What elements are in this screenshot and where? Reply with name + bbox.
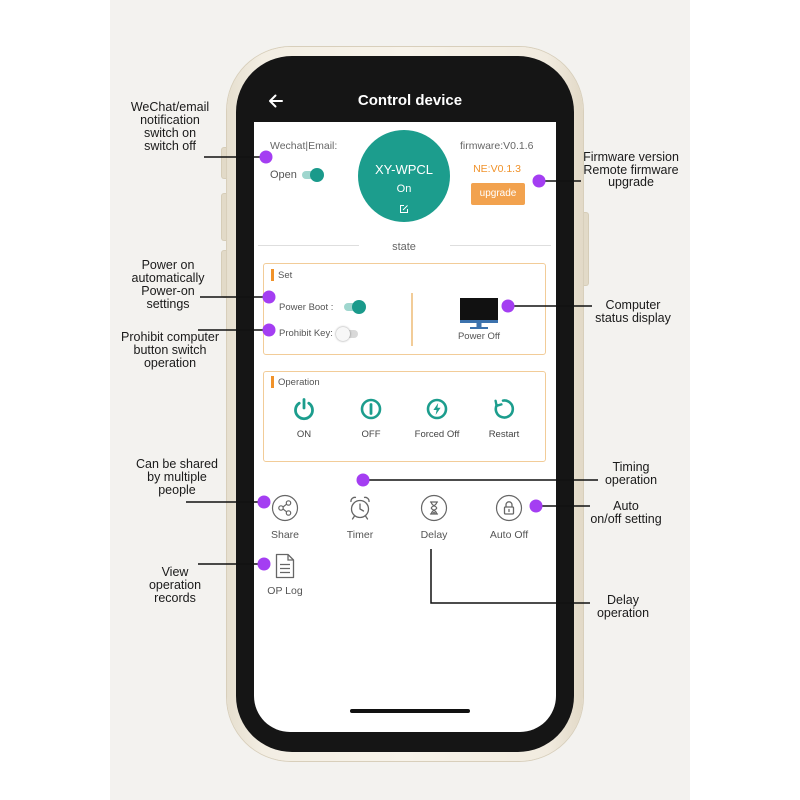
- power-boot-toggle[interactable]: [342, 300, 366, 314]
- page-title: Control device: [357, 92, 463, 109]
- power-on-label: ON: [296, 429, 312, 440]
- annotation-notification: WeChat/email notification switch on swit…: [130, 100, 210, 153]
- phone-mute-switch: [222, 148, 228, 178]
- annotation-prohibit: Prohibit computer button switch operatio…: [121, 330, 219, 370]
- device-name: XY-WPCL: [374, 162, 434, 177]
- operation-panel-title: Operation: [278, 377, 320, 388]
- prohibit-key-label: Prohibit Key:: [279, 328, 333, 339]
- op-log-label: OP Log: [267, 585, 303, 597]
- share-icon: [271, 494, 299, 522]
- op-log-button[interactable]: OP Log: [255, 552, 315, 600]
- power-boot-label: Power Boot :: [279, 302, 334, 313]
- phone-volume-up: [222, 194, 228, 240]
- phone-power-button: [582, 213, 588, 285]
- state-label: state: [392, 241, 416, 253]
- edit-device-button[interactable]: [399, 201, 409, 213]
- hourglass-icon: [420, 494, 448, 522]
- upgrade-button[interactable]: upgrade: [471, 183, 525, 205]
- delay-label: Delay: [420, 529, 448, 541]
- toggle-knob: [310, 168, 324, 182]
- annotation-op-log: View operation records: [148, 565, 202, 605]
- annotation-delay: Delay operation: [596, 593, 650, 620]
- power-on-button[interactable]: ON: [274, 395, 334, 441]
- timer-label: Timer: [346, 529, 374, 541]
- share-button[interactable]: Share: [255, 494, 315, 542]
- set-panel-accent-bar: [271, 269, 274, 281]
- notification-label: Wechat|Email:: [270, 140, 338, 152]
- annotation-auto-onoff: Auto on/off setting: [590, 499, 662, 526]
- annotation-computer-status: Computer status display: [595, 298, 671, 325]
- device-power-status: On: [396, 183, 412, 195]
- restart-label: Restart: [488, 429, 520, 440]
- timer-button[interactable]: Timer: [330, 494, 390, 542]
- state-divider-left: [258, 245, 359, 246]
- computer-monitor-icon: [460, 298, 498, 329]
- lightning-icon: [426, 398, 448, 420]
- lock-icon: [495, 494, 523, 522]
- set-panel-title: Set: [278, 270, 293, 281]
- restart-icon: [494, 399, 515, 419]
- device-status-circle[interactable]: XY-WPCL On: [358, 130, 450, 222]
- off-icon: [360, 398, 382, 420]
- ne-version: NE:V0.1.3: [473, 163, 521, 175]
- auto-off-label: Auto Off: [489, 529, 529, 541]
- state-divider-right: [450, 245, 551, 246]
- toggle-knob: [352, 300, 366, 314]
- annotation-power-on: Power on automatically Power-on settings: [131, 258, 205, 311]
- edit-icon: [400, 205, 408, 213]
- power-off-button[interactable]: OFF: [341, 395, 401, 441]
- computer-status-text: Power Off: [457, 331, 501, 342]
- toggle-knob: [336, 327, 350, 341]
- home-indicator[interactable]: [350, 709, 470, 713]
- phone-volume-down: [222, 251, 228, 297]
- set-panel-divider: [411, 293, 413, 346]
- annotation-share: Can be shared by multiple people: [135, 457, 218, 497]
- power-icon: [294, 398, 314, 421]
- share-label: Share: [270, 529, 300, 541]
- restart-button[interactable]: Restart: [474, 395, 534, 441]
- back-button[interactable]: [267, 92, 285, 110]
- firmware-version: firmware:V0.1.6: [460, 140, 534, 152]
- forced-off-button[interactable]: Forced Off: [407, 395, 467, 441]
- back-arrow-icon: [269, 94, 283, 108]
- notification-state-label: Open: [270, 169, 297, 181]
- annotation-firmware: Firmware version Remote firmware upgrade: [583, 150, 679, 189]
- power-off-label: OFF: [361, 429, 381, 440]
- document-icon: [275, 553, 295, 579]
- alarm-clock-icon: [350, 496, 370, 520]
- notification-toggle[interactable]: [300, 168, 324, 182]
- auto-off-button[interactable]: Auto Off: [479, 494, 539, 542]
- set-panel: [263, 263, 546, 355]
- delay-button[interactable]: Delay: [404, 494, 464, 542]
- forced-off-label: Forced Off: [414, 429, 460, 440]
- annotation-timing: Timing operation: [604, 460, 658, 487]
- prohibit-key-toggle[interactable]: [336, 327, 360, 341]
- operation-panel-accent-bar: [271, 376, 274, 388]
